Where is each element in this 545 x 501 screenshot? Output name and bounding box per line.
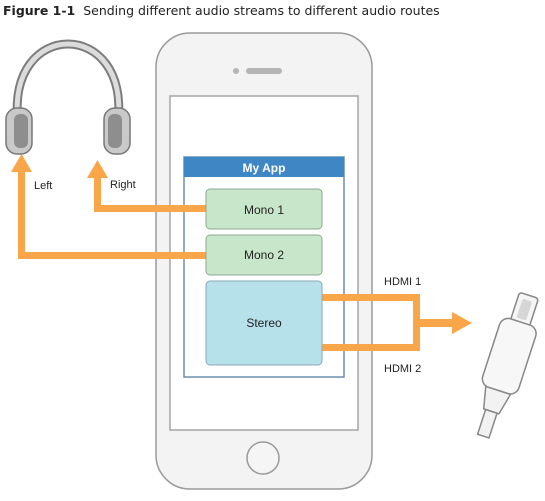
app-title: My App	[243, 161, 286, 175]
channel-box	[205, 234, 323, 276]
arrow-hdmi-head	[452, 312, 472, 334]
lightning-connector-icon	[476, 292, 539, 439]
arrow-left-vertical	[18, 172, 25, 259]
arrow-right-horizontal	[94, 205, 210, 212]
arrow-hdmi-out	[413, 319, 453, 327]
arrow-right-head	[87, 160, 108, 178]
channel-box	[205, 188, 323, 230]
arrow-right-vertical	[94, 178, 101, 212]
channel-box	[205, 280, 323, 366]
channel-label: Mono 2	[244, 248, 284, 262]
arrow-hdmi1	[320, 294, 418, 301]
phone-speaker	[246, 68, 282, 74]
phone-home-button	[246, 441, 280, 475]
phone-camera	[233, 68, 239, 74]
channel-label: Mono 1	[244, 203, 284, 217]
channel-stereo: Stereo	[205, 280, 323, 366]
arrow-left-head	[11, 154, 32, 172]
route-label-hdmi1: HDMI 1	[384, 276, 421, 288]
figure-caption: Figure 1-1 Sending different audio strea…	[3, 3, 440, 18]
figure-label: Figure 1-1	[3, 3, 76, 18]
figure-caption-text: Sending different audio streams to diffe…	[83, 3, 440, 18]
headphones-icon	[5, 39, 131, 155]
channel-mono-2: Mono 2	[205, 234, 323, 276]
route-label-right: Right	[110, 179, 136, 191]
arrow-hdmi2	[320, 344, 418, 351]
route-arrows	[11, 154, 472, 351]
app-header	[184, 157, 344, 177]
route-label-hdmi2: HDMI 2	[384, 363, 421, 375]
route-label-left: Left	[34, 180, 52, 192]
channel-mono-1: Mono 1	[205, 188, 323, 230]
arrow-left-horizontal	[18, 252, 210, 259]
channel-label: Stereo	[246, 316, 282, 330]
